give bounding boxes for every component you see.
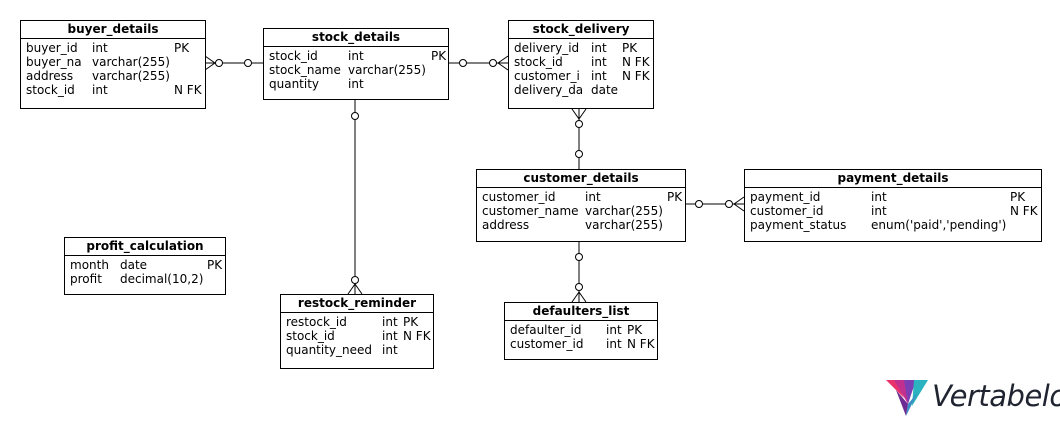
rel-delivery-customer: [571, 108, 587, 169]
table-title: customer_details: [477, 170, 685, 188]
table-title: payment_details: [745, 170, 1041, 188]
table-title: restock_reminder: [281, 295, 433, 313]
logo-text: Vertabelo: [932, 379, 1060, 413]
rel-stock-delivery: [449, 55, 509, 71]
table-title: buyer_details: [21, 21, 205, 39]
rel-stock-restock: [347, 100, 363, 295]
rel-buyer-stock: [204, 55, 263, 71]
table-title: profit_calculation: [65, 238, 225, 256]
table-title: stock_details: [264, 29, 448, 47]
table-title: defaulters_list: [505, 303, 657, 321]
rel-customer-defaulters: [571, 242, 587, 303]
vertabelo-logo-icon: [886, 380, 928, 416]
rel-customer-payment: [685, 196, 745, 212]
table-title: stock_delivery: [509, 21, 653, 39]
vertabelo-logo: Vertabelo: [884, 376, 1060, 420]
